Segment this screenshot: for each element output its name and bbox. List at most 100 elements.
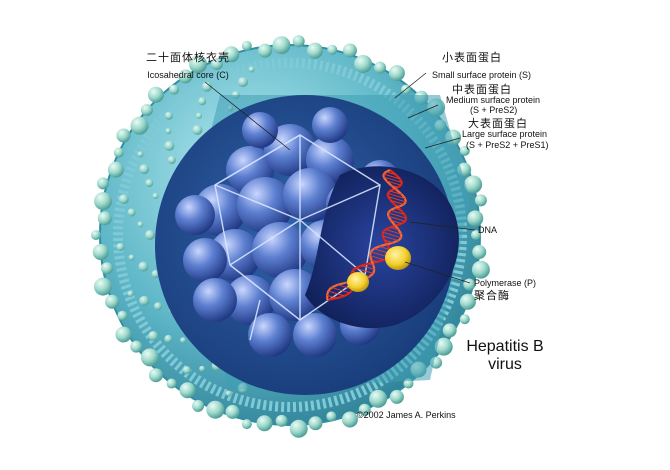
surface-protein-knob	[164, 334, 173, 343]
surface-protein-knob	[148, 331, 159, 342]
capsid-subunit	[225, 275, 275, 325]
large-surface-protein-label-en1: Large surface protein	[462, 129, 548, 139]
dna-base-pair	[394, 207, 401, 211]
dna-base-pair	[361, 265, 375, 270]
surface-protein-knob	[341, 411, 358, 428]
capsid-subunit	[283, 168, 337, 222]
surface-protein-knob	[182, 366, 191, 375]
surface-protein-knob	[91, 230, 101, 240]
surface-protein-knob	[165, 128, 172, 135]
dna-base-pair	[386, 180, 402, 186]
surface-protein-knob	[130, 116, 149, 135]
leader-lines	[204, 72, 476, 284]
dna-base-pair	[388, 212, 407, 219]
surface-protein-knob	[474, 194, 487, 207]
surface-protein-knob	[148, 368, 163, 383]
nucleocapsid	[155, 95, 459, 395]
surface-protein-knob	[113, 147, 124, 158]
surface-protein-knob	[471, 260, 490, 279]
surface-protein-knob	[164, 111, 173, 120]
surface-protein-knob	[467, 210, 484, 227]
surface-protein-knob	[464, 175, 483, 194]
surface-protein-knob	[201, 81, 212, 92]
dna-base-pair	[383, 173, 401, 180]
dna-base-pair	[384, 239, 393, 244]
polymerase-enzyme	[347, 246, 411, 292]
medium-surface-protein-label-en1: Medium surface protein	[446, 95, 541, 105]
surface-protein-knob	[145, 230, 155, 240]
dna-base-pair	[386, 171, 396, 176]
dna-base-pair	[390, 219, 402, 225]
small-surface-protein-label-zh: 小表面蛋白	[442, 51, 502, 64]
dna-base-pair	[355, 267, 374, 274]
surface-protein-knob	[225, 390, 232, 397]
surface-protein-knob	[105, 294, 120, 309]
capsid-subunit	[252, 222, 308, 278]
surface-protein-knob	[140, 348, 159, 367]
polymerase-label-en: Polymerase (P)	[474, 278, 537, 288]
figure-title-line1: Hepatitis B	[466, 338, 544, 355]
surface-protein-knob	[327, 44, 338, 55]
surface-protein-knob	[96, 177, 109, 190]
dna-base-pair	[390, 209, 405, 215]
surface-protein-knob	[354, 54, 373, 73]
capsid-subunit	[175, 195, 215, 235]
surface-protein-knob	[192, 124, 203, 135]
medium-surface-protein-label-zh: 中表面蛋白	[452, 83, 512, 96]
small-surface-protein-label-en: Small surface protein (S)	[432, 70, 532, 80]
dna-base-pair	[368, 263, 374, 266]
surface-protein-knob	[138, 261, 149, 272]
surface-protein-knob	[100, 262, 113, 275]
surface-protein-knob	[210, 57, 223, 70]
dna-base-pair	[327, 294, 337, 299]
surface-protein-knob	[308, 416, 323, 431]
surface-protein-knob	[241, 40, 252, 51]
surface-protein-knob	[459, 293, 476, 310]
surface-protein-knob	[140, 103, 153, 116]
surface-protein-knob	[459, 314, 470, 325]
dna-base-pair	[387, 192, 406, 200]
surface-protein-knob	[167, 155, 176, 164]
surface-protein-knob	[189, 55, 208, 74]
figure-title-line2: virus	[488, 356, 522, 373]
medium-surface-protein-label-en2: (S + PreS2)	[470, 105, 518, 115]
surface-protein-knob	[97, 211, 112, 226]
capsid-subunit	[248, 313, 292, 357]
surface-protein-knob	[223, 46, 240, 63]
icosahedral-core-label-zh: 二十面体核衣壳	[146, 51, 230, 64]
surface-protein-knob	[237, 77, 248, 88]
surface-protein-knob	[137, 151, 144, 158]
surface-protein-knob	[92, 244, 109, 261]
surface-protein-knob	[225, 404, 240, 419]
surface-protein-knob	[256, 415, 273, 432]
dna-base-pair	[393, 188, 397, 191]
surface-protein-knob	[389, 389, 404, 404]
dna-base-pair	[379, 245, 391, 251]
dna-label: DNA	[478, 225, 498, 235]
dna-base-pair	[328, 290, 345, 297]
surface-protein-knob	[152, 192, 159, 199]
surface-protein-knob	[115, 326, 132, 343]
surface-protein-knob	[169, 84, 180, 95]
icosahedral-wireframe	[214, 134, 381, 341]
surface-protein-knob	[117, 310, 128, 321]
surface-protein-knob	[195, 112, 202, 119]
surface-protein-knob	[388, 65, 405, 82]
surface-protein-knob	[472, 245, 487, 260]
surface-protein-knob	[471, 230, 481, 240]
surface-protein-knob	[179, 382, 196, 399]
dna-base-pair	[388, 215, 406, 222]
surface-protein-knob	[342, 43, 357, 58]
surface-protein-knob	[145, 179, 154, 188]
surface-protein-knob	[199, 365, 206, 372]
dna-base-pair	[370, 255, 385, 261]
surface-protein-knob	[116, 128, 131, 143]
surface-protein-knob	[434, 337, 453, 356]
dna-base-pair	[383, 176, 402, 183]
surface-protein-knob	[275, 414, 288, 427]
surface-protein-knob	[442, 323, 457, 338]
surface-protein-knob	[93, 277, 112, 296]
dna-base-pair	[331, 287, 350, 294]
surface-protein-knob	[272, 36, 291, 55]
surface-protein-knob	[326, 411, 337, 422]
